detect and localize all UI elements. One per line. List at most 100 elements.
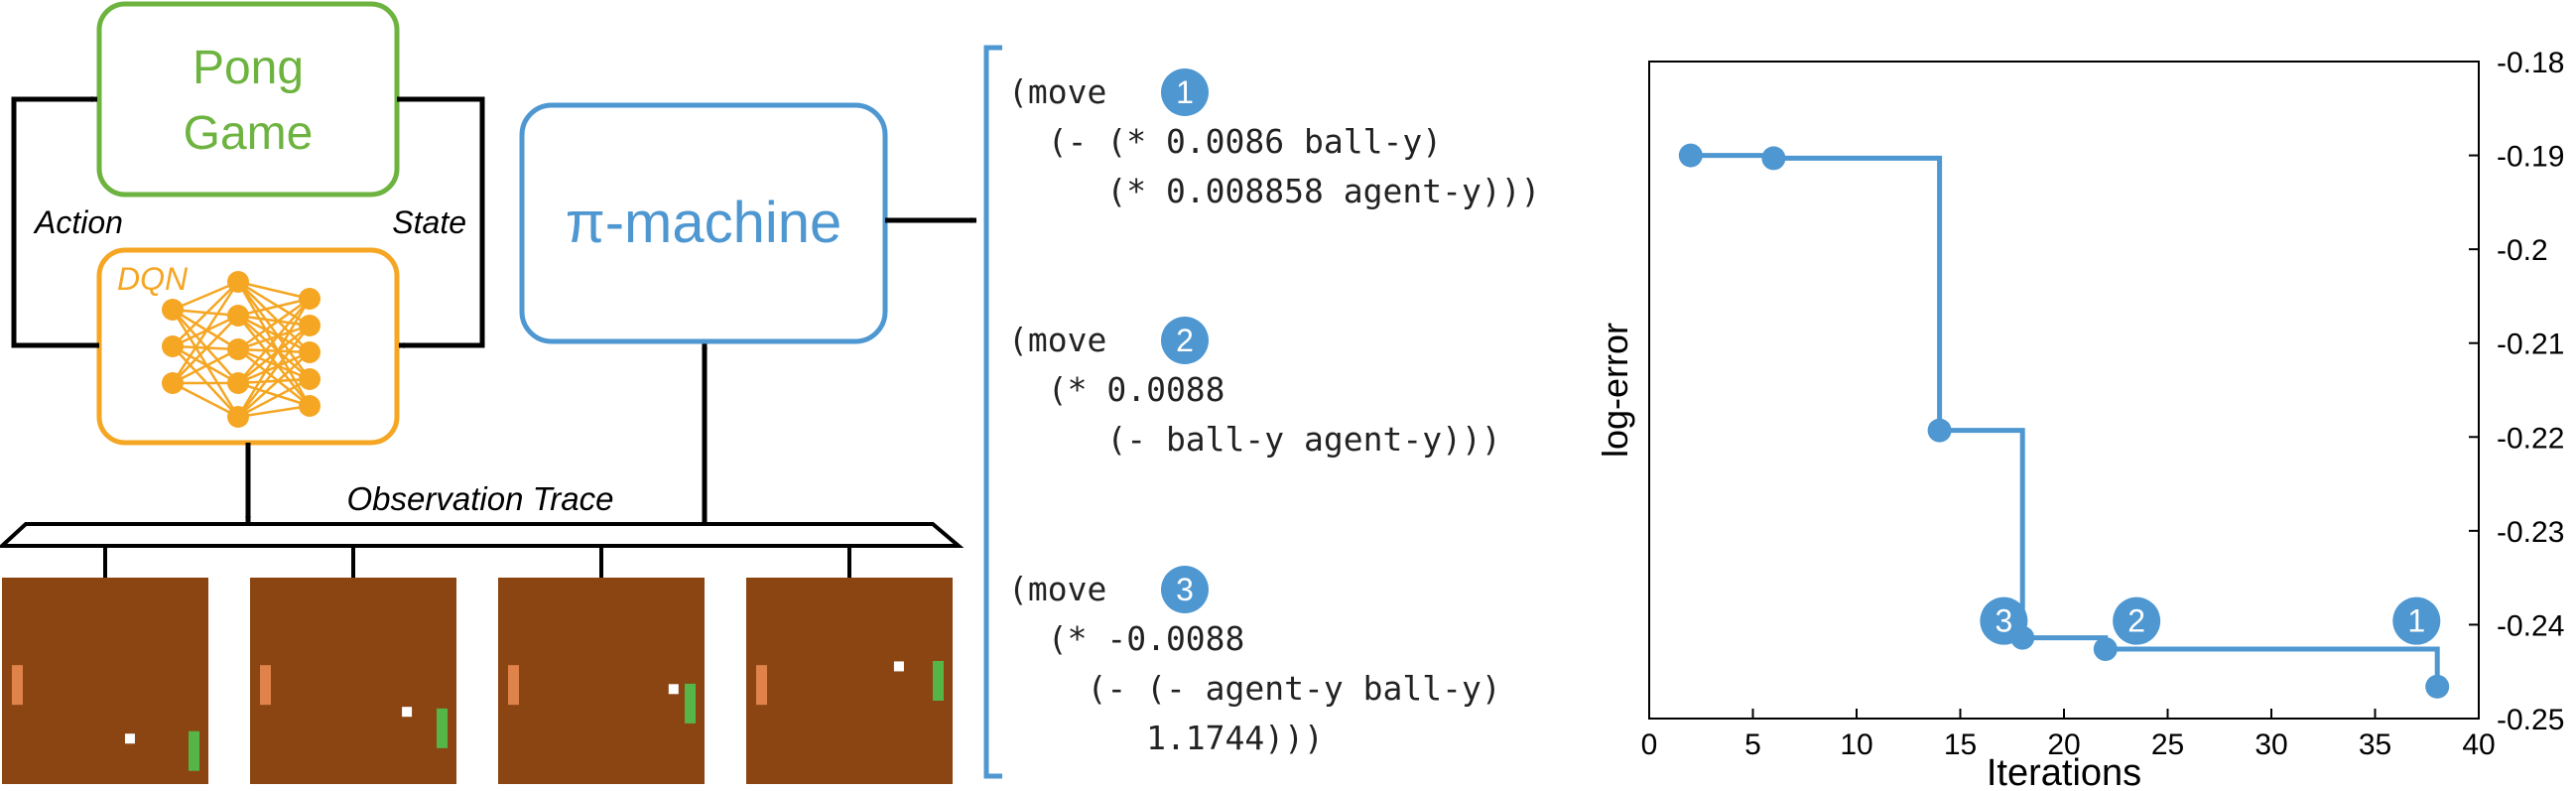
opponent-paddle <box>12 665 23 706</box>
program-2: (move (* 0.0088 (- ball-y agent-y))) 2 <box>1008 317 1501 459</box>
nn-node <box>299 395 321 417</box>
y-tick-label: -0.23 <box>2497 516 2564 549</box>
nn-edge <box>171 281 240 384</box>
x-tick-label: 15 <box>1944 728 1977 761</box>
nn-node <box>299 315 321 336</box>
x-tick-label: 35 <box>2359 728 2391 761</box>
series-points <box>1678 143 2450 699</box>
opponent-paddle <box>756 665 767 706</box>
nn-edge <box>237 324 311 351</box>
nn-edge <box>237 298 311 384</box>
program-code-line: (- (* 0.0086 ball-y) <box>1008 122 1442 161</box>
pong-screen <box>498 578 705 784</box>
pong-frame-2 <box>250 578 456 784</box>
pi-machine-label: π-machine <box>566 191 842 255</box>
x-tick-label: 40 <box>2462 728 2495 761</box>
dqn-label: DQN <box>117 261 189 297</box>
y-tick-label: -0.18 <box>2497 47 2564 79</box>
y-tick-label: -0.22 <box>2497 422 2564 455</box>
data-point <box>2425 674 2450 699</box>
agent-paddle <box>189 730 199 771</box>
x-tick-label: 30 <box>2254 728 2287 761</box>
badge-circle <box>1161 68 1209 116</box>
x-tick-label: 25 <box>2151 728 2184 761</box>
program-code-line: (move <box>1008 321 1106 359</box>
pong-frame-3 <box>498 578 705 784</box>
nn-edge <box>171 309 240 418</box>
number-badge: 1 <box>1161 68 1209 116</box>
action-loop-arrow <box>11 96 99 348</box>
number-badge: 2 <box>1161 317 1209 364</box>
data-point <box>1927 418 1952 443</box>
observation-trace-bar <box>0 522 965 548</box>
nn-edge <box>237 325 311 418</box>
x-axis-label: Iterations <box>1987 752 2141 791</box>
y-tick-label: -0.2 <box>2497 234 2548 267</box>
nn-node <box>227 305 249 327</box>
pong-frames <box>2 578 953 784</box>
pong-frame-4 <box>746 578 953 784</box>
nn-edge <box>237 381 311 408</box>
opponent-paddle <box>260 665 271 706</box>
program-code-line: (* 0.0088 <box>1008 370 1225 409</box>
nn-node <box>227 338 249 360</box>
y-tick-label: -0.21 <box>2497 329 2564 361</box>
agent-paddle <box>685 683 696 724</box>
observation-trace-label: Observation Trace <box>347 480 614 517</box>
badge-circle <box>1161 566 1209 613</box>
opponent-paddle <box>508 665 519 706</box>
program-code-line: (move <box>1008 72 1106 111</box>
program-code-line: (move <box>1008 570 1106 608</box>
nn-node <box>162 299 184 321</box>
badge-circle <box>1161 317 1209 364</box>
program-code-line: 1.1744))) <box>1008 719 1324 757</box>
pong-game-box <box>96 1 400 198</box>
nn-edge <box>237 297 311 318</box>
nn-edge <box>172 308 239 351</box>
pong-game-label-line1: Pong <box>193 42 304 94</box>
nn-node <box>162 335 184 357</box>
action-label: Action <box>33 204 123 240</box>
ball <box>668 684 679 695</box>
nn-edge <box>172 315 239 384</box>
x-tick-label: 20 <box>2047 728 2080 761</box>
nn-node <box>299 288 321 310</box>
x-tick-label: 10 <box>1840 728 1872 761</box>
pong-game-label-line2: Game <box>184 107 314 160</box>
pong-frame-1 <box>2 578 208 784</box>
nn-node <box>227 271 249 293</box>
nn-edge <box>172 344 239 385</box>
ball <box>402 707 413 718</box>
data-point <box>2093 637 2118 662</box>
nn-edge <box>237 347 311 354</box>
nn-edge <box>237 377 311 385</box>
nn-edge <box>172 309 239 384</box>
pi-machine-box <box>519 102 888 344</box>
badge-label: 3 <box>1995 603 2012 639</box>
pong-screen <box>250 578 456 784</box>
neural-network-icon <box>162 271 321 428</box>
number-badge: 3 <box>1161 566 1209 613</box>
nn-node <box>162 372 184 394</box>
data-point <box>1761 146 1786 171</box>
program-1: (move (- (* 0.0086 ball-y) (* 0.008858 a… <box>1008 68 1540 210</box>
number-badge: 1 <box>2392 596 2441 645</box>
agent-paddle <box>933 661 944 701</box>
nn-edge <box>237 348 311 407</box>
nn-edge <box>237 350 311 385</box>
nn-edge <box>237 314 311 354</box>
nn-edge <box>237 377 311 419</box>
nn-edge <box>237 351 311 418</box>
rl-diagram: Pong Game DQN Action State Observation T… <box>0 1 1002 784</box>
nn-edge <box>237 297 311 351</box>
program-code-line: (- ball-y agent-y))) <box>1008 420 1501 459</box>
nn-node <box>299 341 321 363</box>
nn-edge <box>237 325 311 384</box>
nn-edge <box>237 314 311 328</box>
badge-circle <box>2113 596 2161 645</box>
badge-label: 2 <box>1176 323 1194 358</box>
program-3: (move (* -0.0088 (- (- agent-y ball-y) 1… <box>1008 566 1501 757</box>
